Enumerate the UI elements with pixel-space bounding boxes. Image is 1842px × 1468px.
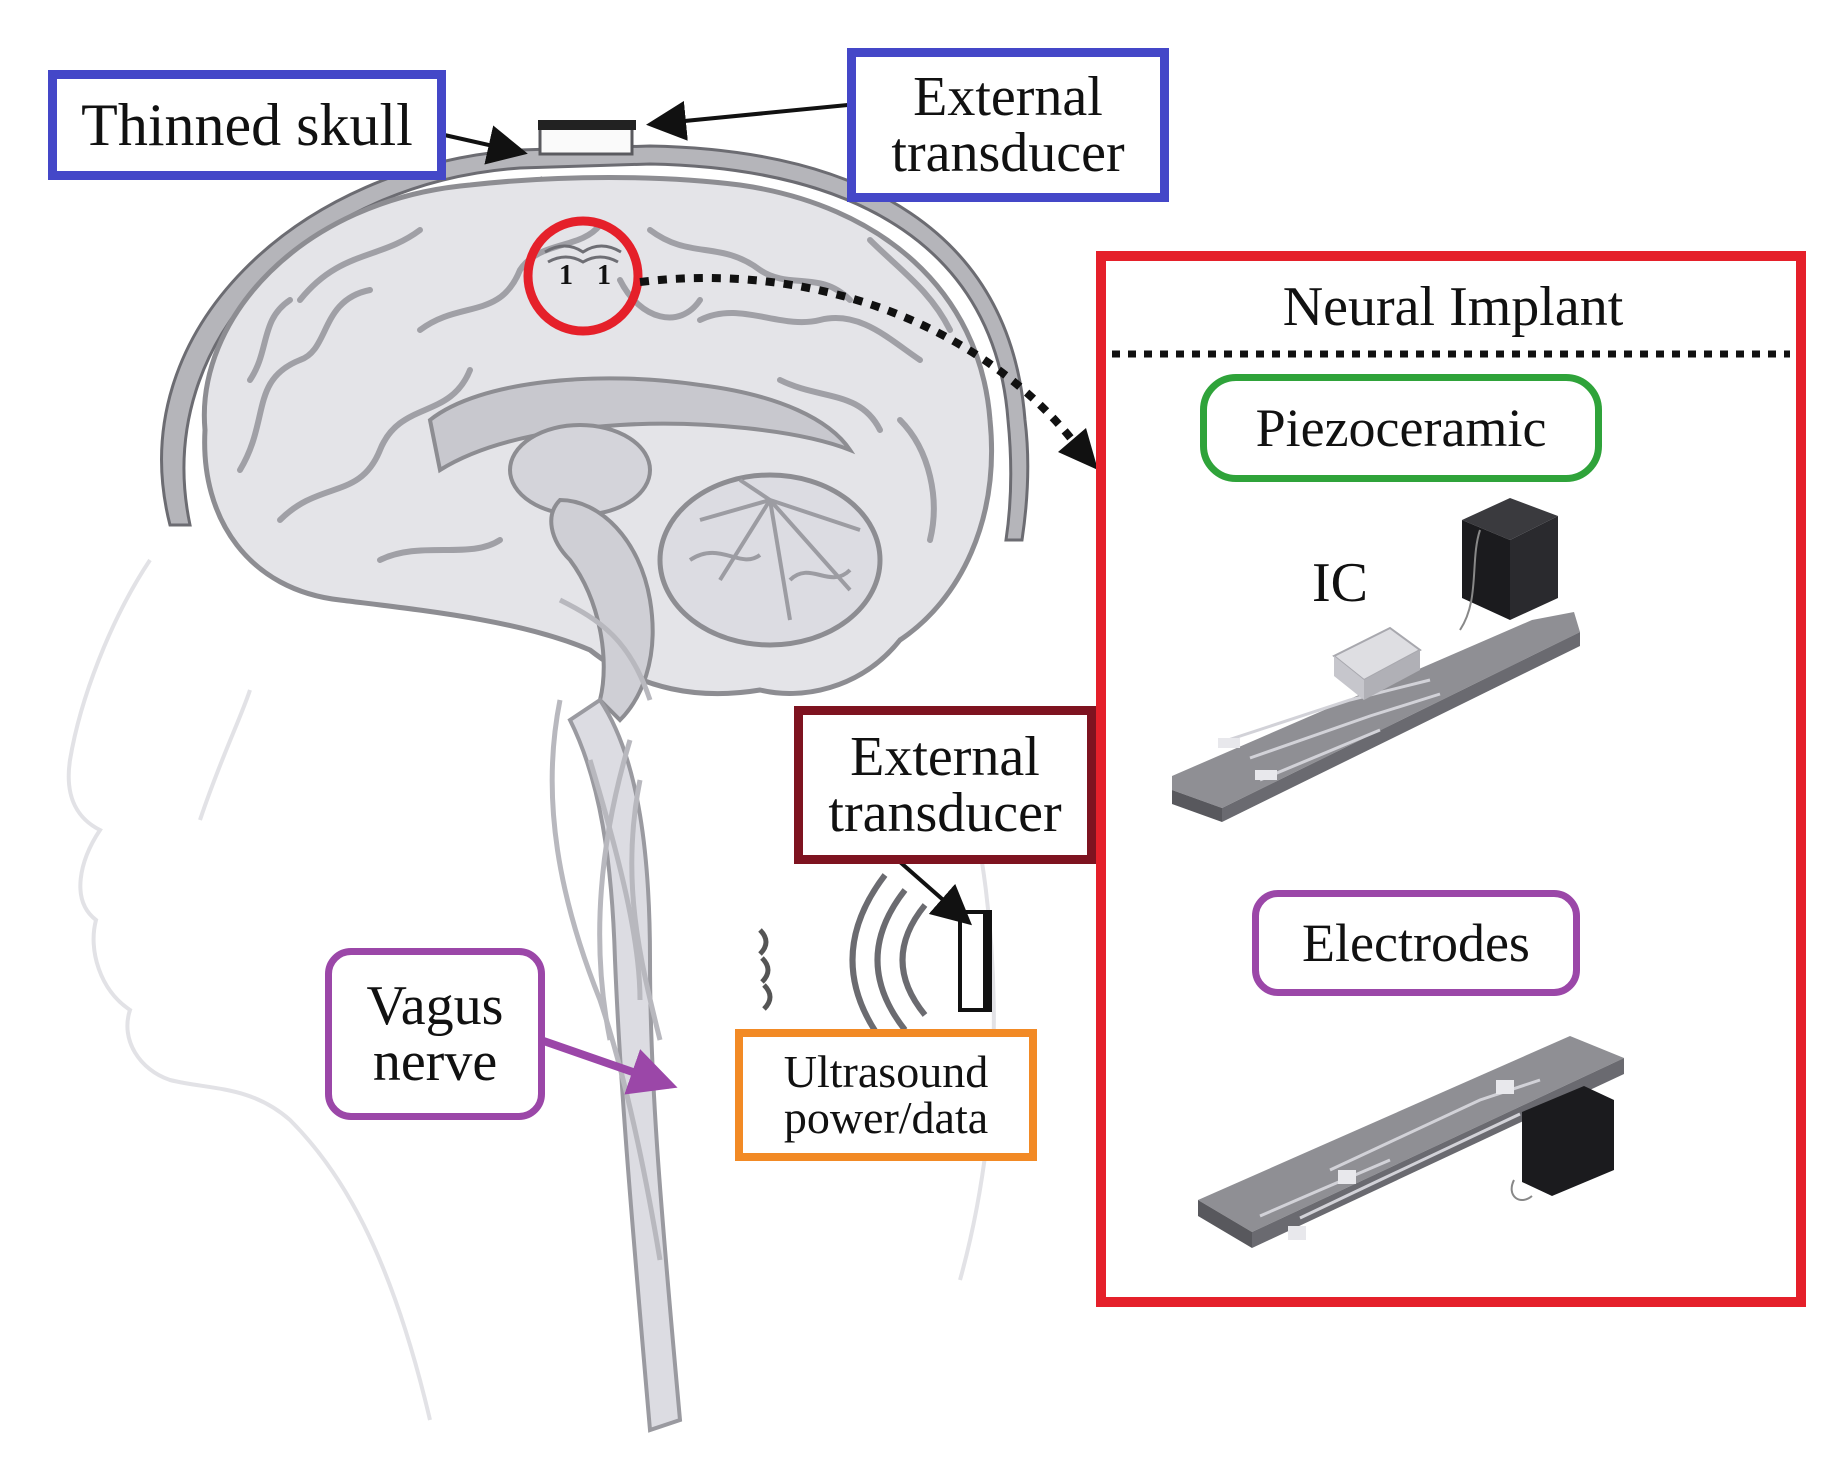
external-transducer-top-shape <box>538 120 636 130</box>
implant-device-bottom <box>1198 1036 1624 1248</box>
external-transducer-neck-label: External transducer <box>794 706 1096 864</box>
electrodes-label: Electrodes <box>1252 890 1580 996</box>
neural-implant-title: Neural Implant <box>1282 276 1624 338</box>
cerebellum <box>657 472 883 648</box>
implant-connector-arrowhead <box>1058 428 1098 470</box>
ultrasound-power-data-label: Ultrasound power/data <box>735 1029 1037 1161</box>
implant-highlight <box>523 216 643 336</box>
spinal-cord <box>549 597 683 1433</box>
thinned-skull-label: Thinned skull <box>48 70 446 180</box>
external-transducer-top-label: External transducer <box>847 48 1169 202</box>
implant-mark-left: 1 <box>559 260 573 291</box>
implant-mark-right: 1 <box>597 260 611 291</box>
thinned-skull-arrow <box>439 125 528 165</box>
ultrasound-waves-nerve <box>758 928 773 1011</box>
thinned-skull-window <box>538 126 634 156</box>
external-transducer-neck-arrow <box>898 860 973 926</box>
brain <box>201 175 995 723</box>
vagus-nerve-arrow <box>533 1034 678 1095</box>
ic-label: IC <box>1312 552 1368 614</box>
implant-device-top <box>1172 498 1580 822</box>
vagus-nerve-label: Vagus nerve <box>325 948 545 1120</box>
piezoceramic-label: Piezoceramic <box>1200 374 1602 482</box>
external-transducer-top-arrow <box>646 100 859 141</box>
implant-connector <box>639 273 1084 453</box>
ultrasound-waves-neck <box>849 873 928 1047</box>
